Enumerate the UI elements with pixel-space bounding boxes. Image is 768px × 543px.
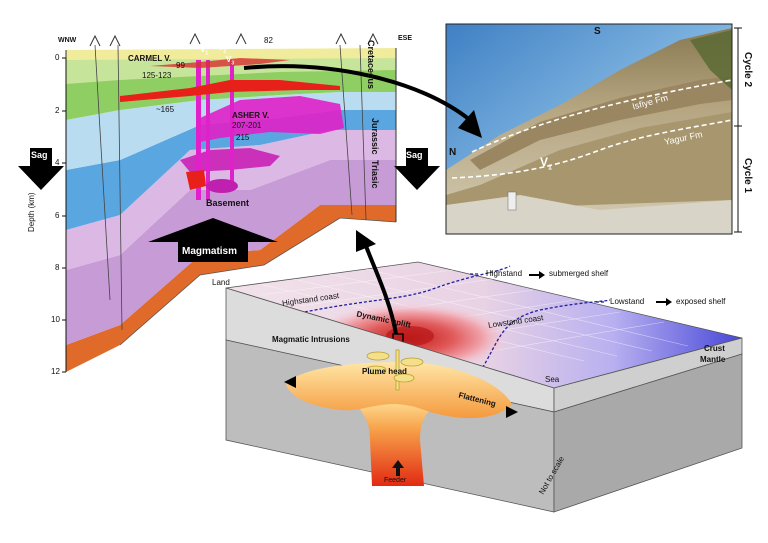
well-icon	[235, 32, 247, 45]
asher-volcanics-label: ASHER V.	[232, 111, 270, 120]
carmel-volcanics-label: CARMEL V.	[128, 54, 172, 63]
isfiye-layer	[470, 76, 732, 170]
sag-arrow-right	[394, 148, 440, 190]
plume-head-label: Plume head	[362, 367, 407, 376]
sag-right-label: Sag	[406, 150, 423, 160]
wnw-label: WNW	[58, 37, 77, 44]
cycle-1-label: Cycle 1	[742, 158, 753, 194]
ese-label: ESE	[398, 35, 413, 42]
age-125-123: 125-123	[142, 71, 172, 80]
cretaceous-label: Cretaceous	[366, 40, 376, 90]
link-arrow-to-photo	[243, 64, 472, 122]
red-marker-horizon	[120, 80, 340, 102]
volcanic-v3-label: V3	[226, 55, 235, 67]
sag-arrow-left	[18, 148, 64, 190]
yagur-layer	[446, 112, 732, 210]
well-icon	[367, 32, 379, 45]
triassic-lower-layer	[66, 160, 396, 345]
highstand-result: submerged shelf	[549, 269, 609, 278]
age-207-201: 207-201	[232, 121, 262, 130]
outcrop-sign	[507, 191, 517, 211]
basement-label: Basement	[206, 198, 250, 208]
block-right-mantle	[553, 353, 743, 513]
link-arrow-to-section-head	[356, 230, 376, 252]
lowstand-result: exposed shelf	[676, 297, 726, 306]
depth-tick-0: 0	[55, 53, 60, 62]
well-markers	[89, 32, 379, 47]
volcanic-v1-label: V1	[200, 45, 209, 57]
well-icon	[189, 32, 201, 45]
depth-tick-2: 2	[55, 106, 60, 115]
cycle-2-label: Cycle 2	[742, 52, 753, 88]
photo-compass-s: S	[594, 26, 601, 37]
photo-compass-n: N	[449, 147, 457, 158]
feeder-dike-3	[230, 60, 234, 190]
block-diagram	[225, 261, 743, 513]
flattening-arrow-right	[506, 406, 518, 418]
outcrop-photo	[445, 23, 733, 235]
basement-intrusion	[206, 179, 238, 193]
base-contact	[119, 217, 397, 346]
volcanic-v4-label: V4	[252, 37, 261, 49]
feeder-dike-2	[206, 60, 210, 200]
link-arrow-to-section	[364, 245, 398, 335]
well-icon	[109, 34, 121, 47]
age-99: 99	[176, 61, 185, 70]
isfiye-boundary	[471, 79, 733, 153]
fault-3	[339, 44, 353, 216]
triasic-label: Triasic	[370, 160, 380, 189]
age-215: 215	[236, 133, 250, 142]
age-165: ~165	[156, 105, 175, 114]
magmatic-intrusions-label: Magmatic Intrusions	[272, 335, 350, 344]
top-cover-layer	[66, 48, 396, 60]
highstand-coastline	[289, 265, 511, 316]
depth-tick-8: 8	[55, 263, 60, 272]
sea-label: Sea	[545, 375, 560, 384]
magmatism-label: Magmatism	[182, 246, 238, 257]
triassic-upper-layer	[66, 130, 396, 270]
yagur-boundary	[451, 119, 733, 179]
depth-tick-12: 12	[51, 367, 60, 376]
flattening-arrow-left	[284, 376, 296, 388]
basement-layer	[66, 205, 396, 372]
link-arrow-to-photo-head	[458, 110, 482, 138]
scree	[446, 195, 732, 234]
feeder-label: Feeder	[384, 477, 407, 484]
crust-label: Crust	[704, 344, 725, 353]
volcanic-v2-label: V2	[218, 43, 227, 55]
legend-arrows	[470, 271, 672, 306]
sag-left-label: Sag	[31, 150, 48, 160]
mantle-label: Mantle	[700, 355, 726, 364]
asher-volcanics	[200, 96, 344, 142]
depth-tick-10: 10	[51, 315, 60, 324]
age-82: 82	[264, 36, 273, 45]
fault-2	[117, 44, 123, 331]
red-intrusion	[186, 170, 206, 190]
depth-tick-4: 4	[55, 158, 60, 167]
depth-axis-label: Depth (km)	[27, 192, 36, 232]
jurassic-label: Jurassic	[370, 118, 380, 155]
carmel-volcanics	[150, 58, 290, 68]
vegetation	[690, 30, 732, 90]
fault-1	[94, 44, 111, 301]
highstand-note: Highstand	[486, 269, 523, 278]
plume-stem	[352, 398, 438, 486]
well-icon	[335, 32, 347, 45]
photo-volcanic-label: V1	[540, 155, 552, 172]
depth-tick-6: 6	[55, 211, 60, 220]
feeder-arrow-shaft	[396, 468, 400, 476]
feeder-arrow-head	[392, 460, 404, 468]
cycle-bracket	[734, 27, 742, 233]
magmatism-arrow	[148, 218, 278, 262]
depth-axis	[62, 57, 67, 373]
lowstand-note: Lowstand	[610, 297, 645, 306]
feeder-dike-1	[196, 60, 201, 200]
magmatic-sills	[365, 349, 424, 391]
land-label: Land	[212, 278, 230, 287]
well-icon	[89, 34, 101, 47]
